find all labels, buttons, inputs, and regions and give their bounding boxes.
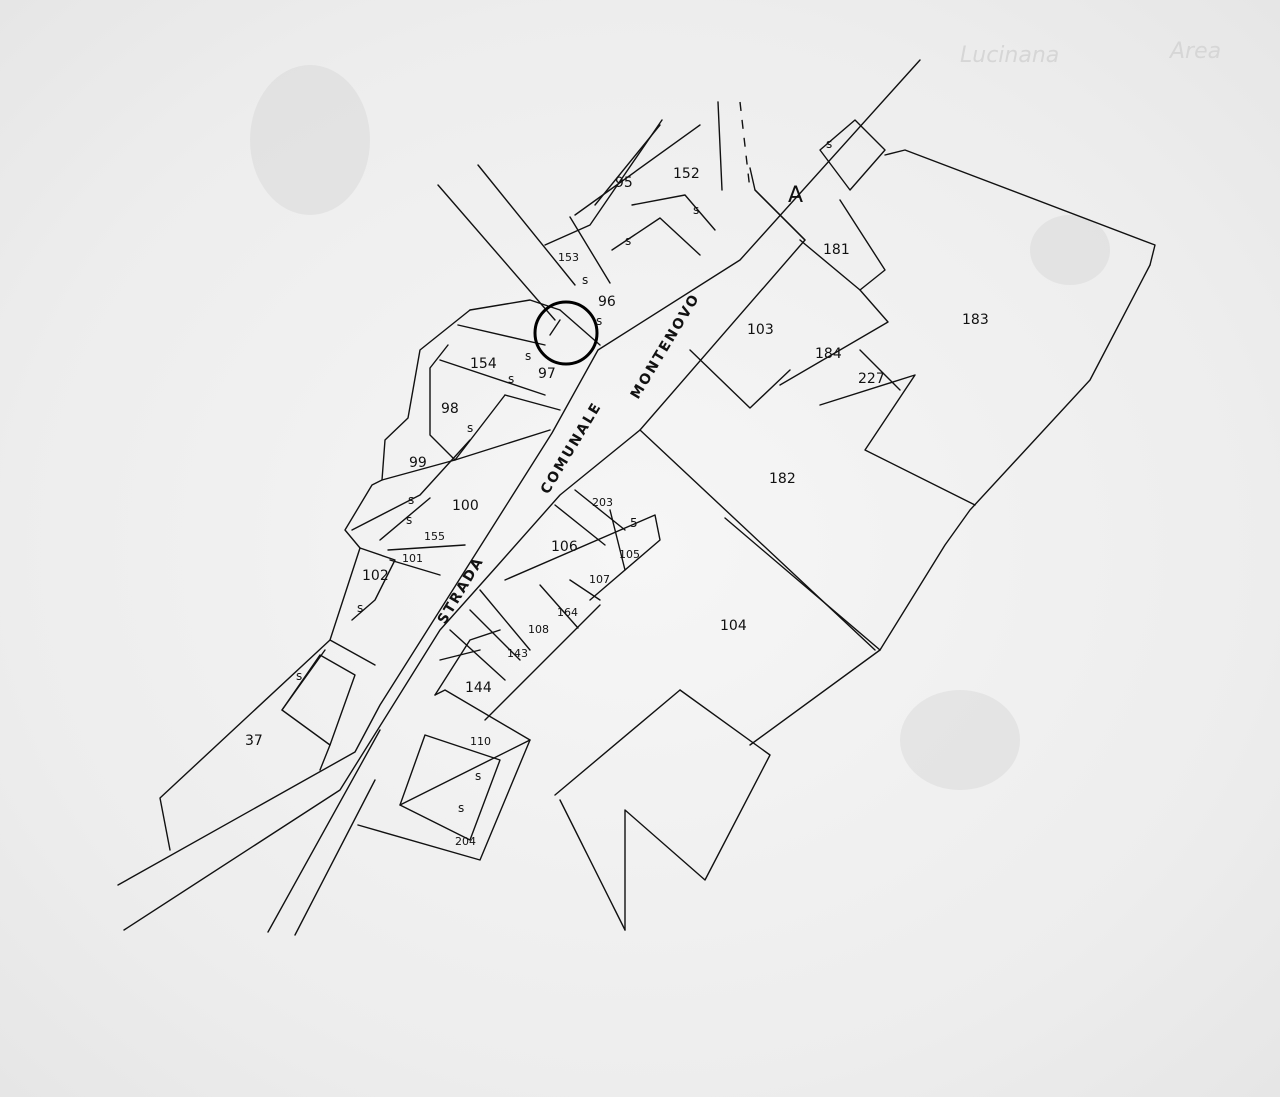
- door-mark: 5: [630, 516, 638, 530]
- door-marks: s s s s s s s s s s s s 5 s s: [296, 137, 832, 815]
- parcel-label-182[interactable]: 182: [769, 471, 796, 487]
- paper-smudge: [900, 690, 1020, 790]
- parcel-labels: 95 152 153 96 97 154 98 99 100 155 101 1…: [245, 166, 989, 848]
- parcel-label-184[interactable]: 184: [815, 346, 842, 362]
- door-mark: s: [826, 137, 832, 151]
- parcel-label-181[interactable]: 181: [823, 242, 850, 258]
- parcel-label-143[interactable]: 143: [507, 647, 528, 660]
- parcel-label-104[interactable]: 104: [720, 618, 747, 634]
- door-mark: s: [525, 349, 531, 363]
- door-mark: s: [693, 203, 699, 217]
- door-mark: s: [508, 372, 514, 386]
- parcel-label-99[interactable]: 99: [409, 455, 427, 471]
- parcels-east: [357, 119, 1156, 931]
- door-mark: s: [582, 273, 588, 287]
- parcel-label-97[interactable]: 97: [538, 366, 556, 382]
- parcel-label-96[interactable]: 96: [598, 294, 616, 310]
- parcel-label-106[interactable]: 106: [551, 539, 578, 555]
- parcel-label-101[interactable]: 101: [402, 552, 423, 565]
- parcel-label-105[interactable]: 105: [619, 548, 640, 561]
- door-mark: s: [467, 421, 473, 435]
- parcel-label-108[interactable]: 108: [528, 623, 549, 636]
- door-mark-in-circle: [549, 319, 561, 336]
- parcel-label-110[interactable]: 110: [470, 735, 491, 748]
- parcel-label-183[interactable]: 183: [962, 312, 989, 328]
- door-mark: s: [458, 801, 464, 815]
- paper-smudge: [250, 65, 370, 215]
- door-mark: s: [406, 513, 412, 527]
- parcel-label-164[interactable]: 164: [557, 606, 578, 619]
- door-mark: s: [596, 314, 602, 328]
- zone-letter: A: [788, 183, 803, 208]
- street-name-comunale: COMUNALE: [538, 399, 606, 497]
- parcel-label-155[interactable]: 155: [424, 530, 445, 543]
- faint-header-word: Lucinana: [960, 43, 1059, 68]
- parcel-label-102[interactable]: 102: [362, 568, 389, 584]
- parcel-label-144[interactable]: 144: [465, 680, 492, 696]
- parcel-label-100[interactable]: 100: [452, 498, 479, 514]
- door-mark: s: [625, 234, 631, 248]
- door-mark: s: [408, 493, 414, 507]
- paper-smudge: [1030, 215, 1110, 285]
- parcel-label-95[interactable]: 95: [615, 175, 633, 191]
- faint-header-word: Area: [1168, 39, 1221, 64]
- road-outline: [117, 59, 921, 936]
- parcel-label-103[interactable]: 103: [747, 322, 774, 338]
- parcel-label-37[interactable]: 37: [245, 733, 263, 749]
- parcel-label-98[interactable]: 98: [441, 401, 459, 417]
- parcel-label-154[interactable]: 154: [470, 356, 497, 372]
- parcels-west: [159, 119, 716, 851]
- parcel-label-203[interactable]: 203: [592, 496, 613, 509]
- parcel-label-152[interactable]: 152: [673, 166, 700, 182]
- parcel-label-227[interactable]: 227: [858, 371, 885, 387]
- door-mark: s: [357, 601, 363, 615]
- parcel-highlight-circle[interactable]: [533, 300, 599, 366]
- parcel-label-153[interactable]: 153: [558, 251, 579, 264]
- parcel-label-107[interactable]: 107: [589, 573, 610, 586]
- parcel-label-204[interactable]: 204: [455, 835, 476, 848]
- door-mark: s: [296, 669, 302, 683]
- door-mark: s: [475, 769, 481, 783]
